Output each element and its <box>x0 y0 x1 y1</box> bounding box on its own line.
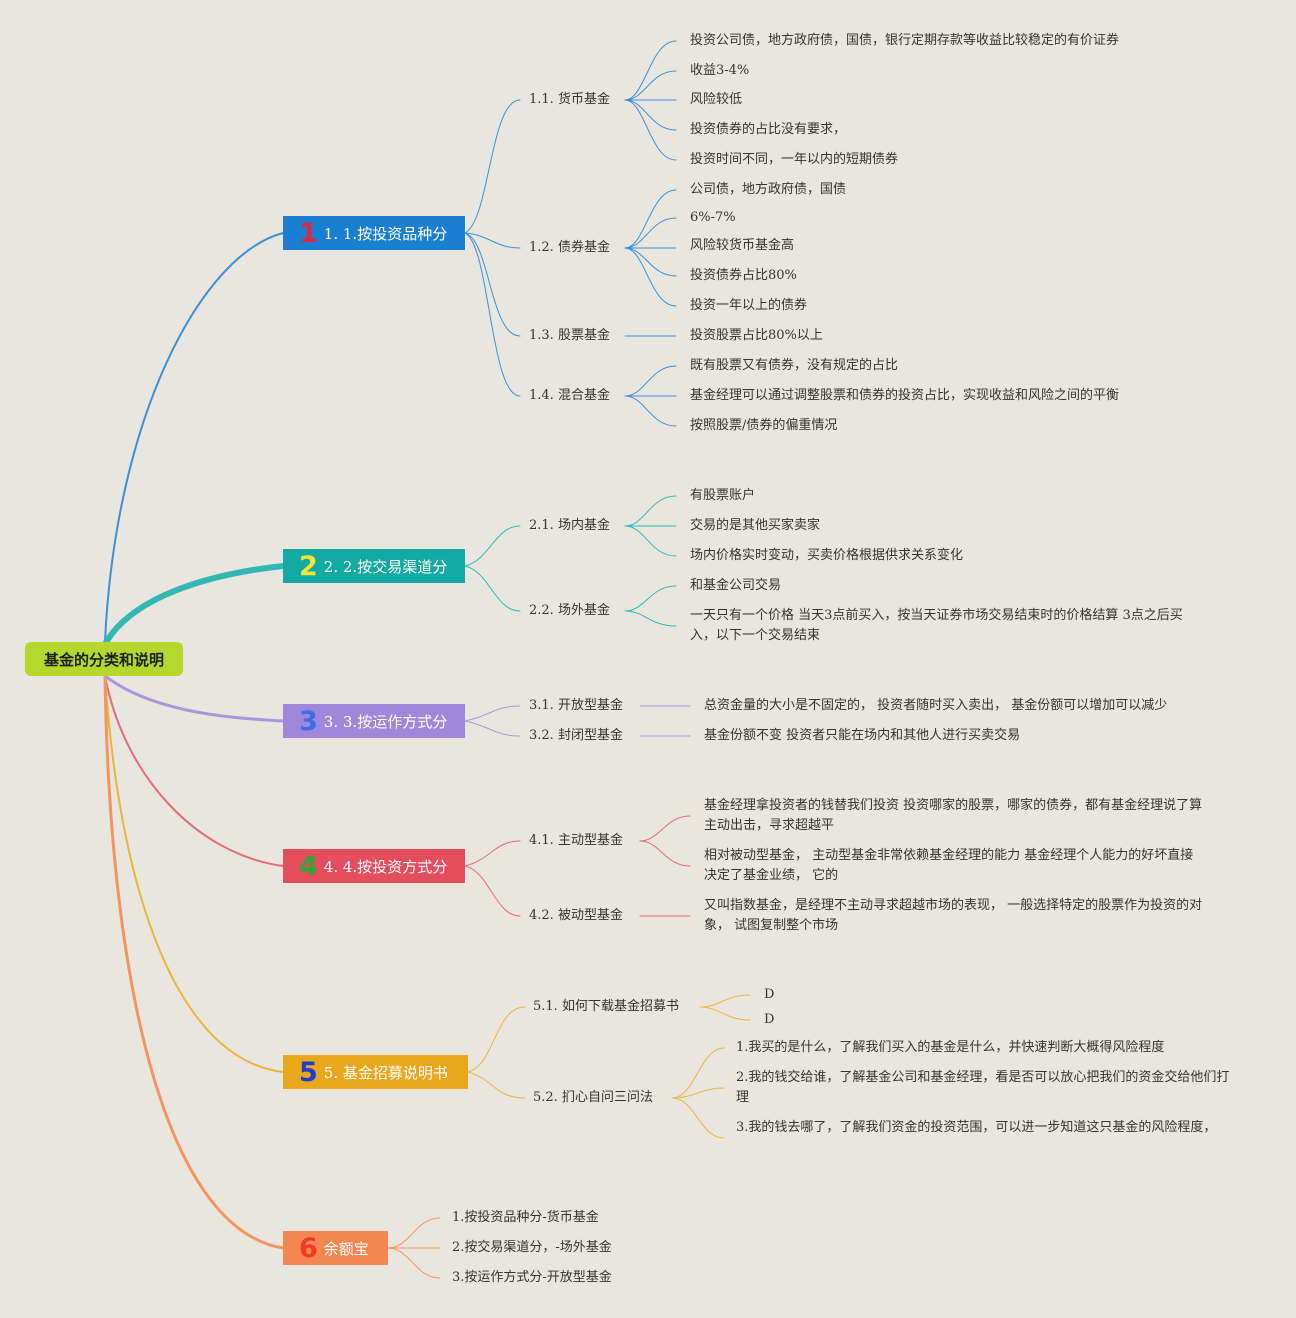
leaf-3-2-1[interactable]: 基金份额不变 投资者只能在场内和其他人进行买卖交易 <box>704 728 1021 743</box>
leaf-5-2-2[interactable]: 2.我的钱交给谁，了解基金公司和基金经理，看是否可以放心把我们的资金交给他们打理 <box>736 1070 1230 1105</box>
link-root-branch-6 <box>103 674 285 1250</box>
leaf-1-4-2[interactable]: 基金经理可以通过调整股票和债券的投资占比，实现收益和风险之间的平衡 <box>690 388 1120 403</box>
leaf-1-1-4[interactable]: 投资债券的占比没有要求， <box>690 122 847 137</box>
branch-5-label: 5. 基金招募说明书 <box>323 1063 448 1082</box>
leaf-5-2-3[interactable]: 3.我的钱去哪了，了解我们资金的投资范围，可以进一步知道这只基金的风险程度， <box>736 1120 1217 1135</box>
branch-1-topic[interactable]: 1 1. 1.按投资品种分 <box>283 216 465 250</box>
subtopic-1-3[interactable]: 1.3. 股票基金 <box>529 328 610 343</box>
subtopic-1-1[interactable]: 1.1. 货币基金 <box>529 92 610 107</box>
branch-4-number: 4 <box>299 850 318 882</box>
link-b3-sub2 <box>464 720 521 737</box>
link-root-branch-2 <box>102 563 286 647</box>
branch-2-label: 2. 2.按交易渠道分 <box>323 557 448 576</box>
branch-4-label: 4. 4.按投资方式分 <box>323 857 448 876</box>
link-root-branch-3 <box>103 674 285 723</box>
subtopic-3-1[interactable]: 3.1. 开放型基金 <box>529 698 623 713</box>
leaf-1-2-5[interactable]: 投资一年以上的债券 <box>690 298 808 313</box>
leaf-5-1-2[interactable]: D <box>764 1012 775 1027</box>
subtopic-2-2[interactable]: 2.2. 场外基金 <box>529 603 610 618</box>
link-root-branch-1 <box>104 232 284 643</box>
subtopic-1-4[interactable]: 1.4. 混合基金 <box>529 388 610 403</box>
leaf-1-1-2[interactable]: 收益3-4% <box>690 63 750 78</box>
leaf-1-1-5[interactable]: 投资时间不同，一年以内的短期债券 <box>690 152 899 167</box>
leaf-2-2-1[interactable]: 和基金公司交易 <box>690 578 782 593</box>
leaf-5-2-1[interactable]: 1.我买的是什么，了解我们买入的基金是什么，并快速判断大概得风险程度 <box>736 1040 1165 1055</box>
link-b2-sub2 <box>464 565 521 612</box>
leaf-3-1-1[interactable]: 总资金量的大小是不固定的， 投资者随时买入卖出， 基金份额可以增加可以减少 <box>704 698 1168 713</box>
leaf-4-1-2[interactable]: 相对被动型基金， 主动型基金非常依赖基金经理的能力 基金经理个人能力的好坏直接决… <box>704 848 1194 883</box>
leaf-4-2-1[interactable]: 又叫指数基金，是经理不主动寻求超越市场的表现， 一般选择特定的股票作为投资的对象… <box>704 898 1203 933</box>
branch-5-number: 5 <box>299 1056 318 1088</box>
subtopic-4-2[interactable]: 4.2. 被动型基金 <box>529 908 623 923</box>
leaf-6-2[interactable]: 2.按交易渠道分，-场外基金 <box>452 1240 612 1255</box>
leaf-6-3[interactable]: 3.按运作方式分-开放型基金 <box>452 1270 612 1285</box>
leaf-1-1-3[interactable]: 风险较低 <box>690 92 743 107</box>
leaf-4-1-1[interactable]: 基金经理拿投资者的钱替我们投资 投资哪家的股票，哪家的债券，都有基金经理说了算 … <box>704 798 1203 833</box>
link-root-branch-5 <box>104 675 284 1073</box>
branch-6-number: 6 <box>299 1232 318 1264</box>
link-b1-sub3 <box>464 232 521 337</box>
root-topic-label: 基金的分类和说明 <box>43 650 164 669</box>
branch-1-number: 1 <box>299 217 318 249</box>
subtopic-3-2[interactable]: 3.2. 封闭型基金 <box>529 728 623 743</box>
branch-2-number: 2 <box>299 550 318 582</box>
link-root-branch-4 <box>104 675 284 867</box>
leaf-6-1[interactable]: 1.按投资品种分-货币基金 <box>452 1210 599 1225</box>
branch-5-topic[interactable]: 5 5. 基金招募说明书 <box>283 1055 468 1089</box>
subtopic-1-2[interactable]: 1.2. 债券基金 <box>529 240 610 255</box>
leaf-1-4-3[interactable]: 按照股票/债券的偏重情况 <box>690 418 838 433</box>
branch-6-label: 余额宝 <box>323 1239 369 1258</box>
leaf-5-1-1[interactable]: D <box>764 987 775 1002</box>
link-b5-sub2 <box>467 1071 526 1099</box>
link-b1-sub1 <box>464 99 521 234</box>
link-b5-sub1 <box>467 1006 526 1073</box>
leaf-1-2-4[interactable]: 投资债券占比80% <box>690 268 797 283</box>
link-b4-sub1 <box>464 840 521 867</box>
subtopic-4-1[interactable]: 4.1. 主动型基金 <box>529 833 623 848</box>
leaf-2-2-2[interactable]: 一天只有一个价格 当天3点前买入，按当天证券市场交易结束时的价格结算 3点之后买… <box>690 608 1183 643</box>
leaf-1-2-2[interactable]: 6%-7% <box>690 210 736 225</box>
leaf-2-1-1[interactable]: 有股票账户 <box>690 488 756 503</box>
link-b6-item3 <box>387 1247 441 1279</box>
leaf-1-2-1[interactable]: 公司债，地方政府债，国债 <box>690 182 847 197</box>
link-b2-sub1 <box>464 525 521 567</box>
leaf-2-1-2[interactable]: 交易的是其他买家卖家 <box>690 518 821 533</box>
leaf-1-4-1[interactable]: 既有股票又有债券，没有规定的占比 <box>690 358 899 373</box>
leaf-2-1-3[interactable]: 场内价格实时变动，买卖价格根据供求关系变化 <box>690 548 964 563</box>
link-b1-sub4 <box>464 232 521 397</box>
branch-6-topic[interactable]: 6 余额宝 <box>283 1231 388 1265</box>
branch-1-label: 1. 1.按投资品种分 <box>323 224 448 243</box>
link-b3-sub1 <box>464 705 521 722</box>
link-b1-sub2 <box>464 232 521 249</box>
link-b4-sub2 <box>464 865 521 917</box>
leaf-1-2-3[interactable]: 风险较货币基金高 <box>690 238 795 253</box>
leaf-1-1-1[interactable]: 投资公司债，地方政府债，国债，银行定期存款等收益比较稳定的有价证券 <box>690 33 1120 48</box>
link-b6-item1 <box>387 1217 441 1249</box>
branch-4-topic[interactable]: 4 4. 4.按投资方式分 <box>283 849 465 883</box>
subtopic-2-1[interactable]: 2.1. 场内基金 <box>529 518 610 533</box>
branch-3-topic[interactable]: 3 3. 3.按运作方式分 <box>283 704 465 738</box>
root-topic[interactable]: 基金的分类和说明 <box>25 642 183 676</box>
subtopic-5-2[interactable]: 5.2. 扪心自问三问法 <box>533 1090 653 1105</box>
branch-2-topic[interactable]: 2 2. 2.按交易渠道分 <box>283 549 465 583</box>
subtopic-5-1[interactable]: 5.1. 如何下载基金招募书 <box>533 999 679 1014</box>
leaf-1-3-1[interactable]: 投资股票占比80%以上 <box>690 328 823 343</box>
branch-3-number: 3 <box>299 705 318 737</box>
branch-3-label: 3. 3.按运作方式分 <box>323 712 448 731</box>
